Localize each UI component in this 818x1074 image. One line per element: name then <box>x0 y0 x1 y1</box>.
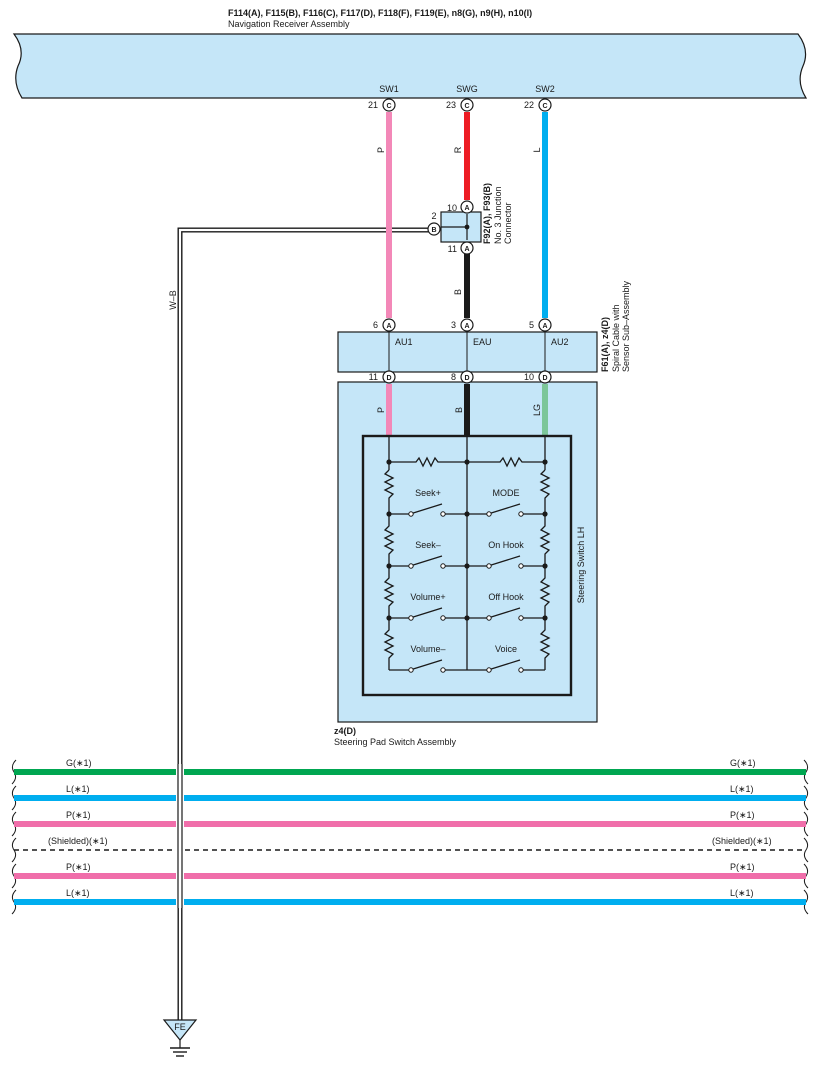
pin-number-5: 5 <box>529 320 534 330</box>
junction-node <box>464 224 470 230</box>
connector-circle: B <box>427 222 441 236</box>
pin-number-22: 22 <box>524 100 534 110</box>
connector-circle: A <box>460 200 474 214</box>
bus-label: P(∗1) <box>66 810 91 820</box>
connector-circle: A <box>460 318 474 332</box>
svg-text:D: D <box>386 375 391 382</box>
svg-text:B: B <box>431 227 436 234</box>
component-subtitle: Navigation Receiver Assembly <box>228 19 350 29</box>
svg-text:D: D <box>542 375 547 382</box>
switch-contacts <box>408 511 524 673</box>
svg-text:A: A <box>464 323 469 330</box>
ground-icon <box>162 1019 198 1057</box>
pin-number-2: 2 <box>431 211 436 221</box>
wire-label-lower-pink: P <box>376 407 386 413</box>
wire-label-blue: L <box>532 147 542 152</box>
svg-text:C: C <box>542 103 547 110</box>
terminal-eau: EAU <box>473 337 492 347</box>
wire-label-lower-green: LG <box>532 404 542 416</box>
pin-number-11: 11 <box>369 372 378 382</box>
switch-nodes <box>386 459 548 621</box>
terminal-au2: AU2 <box>551 337 569 347</box>
switch-label-voice: Voice <box>495 644 517 654</box>
svg-text:C: C <box>464 103 469 110</box>
bus-label: L(∗1) <box>730 888 754 898</box>
pin-number-10: 10 <box>524 372 534 382</box>
connector-circle: A <box>382 318 396 332</box>
connector-circle: A <box>538 318 552 332</box>
svg-text:A: A <box>464 205 469 212</box>
spiral-name-line1: Spiral Cable with <box>611 304 621 372</box>
spiral-title: F61(A), z4(D) <box>600 317 610 372</box>
pin-number-11: 11 <box>448 244 457 254</box>
bus-label: L(∗1) <box>66 888 90 898</box>
pin-number-21: 21 <box>368 100 378 110</box>
switch-label-volume-plus: Volume+ <box>410 592 445 602</box>
pin-number-6: 6 <box>373 320 378 330</box>
switch-label-seek-minus: Seek– <box>415 540 441 550</box>
svg-text:A: A <box>386 323 391 330</box>
connector-circle: C <box>538 98 552 112</box>
bus-label: P(∗1) <box>66 862 91 872</box>
ground-label: FE <box>174 1022 186 1032</box>
bus-label: G(∗1) <box>730 758 756 768</box>
pin-number-8: 8 <box>451 372 456 382</box>
connector-circle: C <box>382 98 396 112</box>
bus-label: P(∗1) <box>730 862 755 872</box>
switch-label-mode: MODE <box>493 488 520 498</box>
steering-switch-label: Steering Switch LH <box>576 527 586 604</box>
pin-number-10: 10 <box>447 203 457 213</box>
svg-text:C: C <box>386 103 391 110</box>
svg-text:A: A <box>542 323 547 330</box>
wire-label-black: B <box>453 289 463 295</box>
pin-number-3: 3 <box>451 320 456 330</box>
component-title: F114(A), F115(B), F116(C), F117(D), F118… <box>228 8 532 18</box>
junction-title: F92(A), F93(B) <box>482 183 492 244</box>
pin-label-sw2: SW2 <box>535 84 555 94</box>
wire-label-lower-black: B <box>454 407 464 413</box>
bus-label: P(∗1) <box>730 810 755 820</box>
junction-name-line1: No. 3 Junction <box>493 186 503 244</box>
terminal-au1: AU1 <box>395 337 413 347</box>
svg-text:D: D <box>464 375 469 382</box>
bus-label: L(∗1) <box>730 784 754 794</box>
wire-label-red: R <box>453 146 463 153</box>
bus-label: (Shielded)(∗1) <box>712 836 772 846</box>
connector-circle: A <box>460 241 474 255</box>
connector-circle: D <box>382 370 396 384</box>
bus-lines: G(∗1) G(∗1) L(∗1) L(∗1) P(∗1) P(∗1) (Shi… <box>11 758 809 915</box>
ground-wire-crossing <box>176 764 184 908</box>
pin-label-sw1: SW1 <box>379 84 399 94</box>
pin-number-23: 23 <box>446 100 456 110</box>
steering-pad-code: z4(D) <box>334 726 356 736</box>
steering-pad-name: Steering Pad Switch Assembly <box>334 737 457 747</box>
connector-circle: D <box>460 370 474 384</box>
switch-label-seek-plus: Seek+ <box>415 488 441 498</box>
switch-label-off-hook: Off Hook <box>488 592 524 602</box>
switch-label-on-hook: On Hook <box>488 540 524 550</box>
switch-label-volume-minus: Volume– <box>410 644 445 654</box>
bus-label: (Shielded)(∗1) <box>48 836 108 846</box>
connector-circle: C <box>460 98 474 112</box>
wire-label-ground: W–B <box>168 290 178 310</box>
bus-label: L(∗1) <box>66 784 90 794</box>
bus-label: G(∗1) <box>66 758 92 768</box>
pin-label-swg: SWG <box>456 84 478 94</box>
ground-wire <box>178 228 432 1020</box>
navigation-receiver-box <box>12 33 808 99</box>
junction-name-line2: Connector <box>503 202 513 244</box>
connector-circle: D <box>538 370 552 384</box>
wire-label-pink: P <box>376 147 386 153</box>
svg-text:A: A <box>464 246 469 253</box>
spiral-name-line2: Sensor Sub–Assembly <box>621 280 631 372</box>
